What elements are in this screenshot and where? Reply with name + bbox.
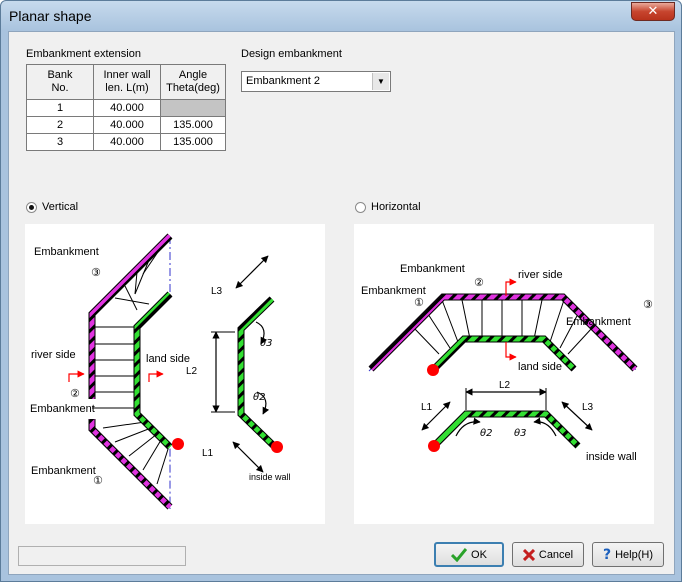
help-button[interactable]: ? Help(H): [592, 542, 664, 567]
vertical-radio-label: Vertical: [42, 201, 79, 213]
embankment-extension-label: Embankment extension: [26, 48, 141, 60]
h-L2: L2: [499, 380, 511, 391]
chevron-down-icon[interactable]: ▼: [372, 73, 389, 90]
v-emb3-label: Embankment: [34, 246, 99, 258]
cell-angle[interactable]: 135.000: [160, 116, 226, 134]
v-emb1-label: Embankment: [31, 465, 96, 477]
v-emb1-num: ①: [93, 474, 103, 487]
table-row: 3 40.000 135.000: [26, 133, 226, 151]
h-inside-wall: inside wall: [586, 451, 637, 463]
vertical-diagram-svg: Embankment ③ river side land side ② Emba…: [30, 233, 291, 510]
h-emb3-num: ③: [643, 298, 653, 311]
cell-angle[interactable]: 135.000: [160, 133, 226, 151]
cancel-label: Cancel: [538, 548, 574, 561]
radio-unchecked-icon[interactable]: [355, 201, 366, 213]
start-marker: [172, 438, 184, 450]
v-land-side: land side: [146, 353, 190, 365]
cell-angle: [160, 99, 226, 117]
horizontal-radio[interactable]: Horizontal: [355, 201, 421, 213]
v-inside-wall: inside wall: [249, 472, 291, 482]
cell-length[interactable]: 40.000: [93, 116, 161, 134]
close-icon: ✕: [647, 4, 659, 19]
v-emb2-num: ②: [70, 387, 80, 400]
v-L3: L3: [211, 286, 223, 297]
status-field: [18, 546, 186, 566]
horizontal-diagram: Embankment ② river side Embankment ① ③ E…: [354, 224, 654, 524]
v-emb3-num: ③: [91, 266, 101, 279]
design-embankment-value: Embankment 2: [246, 75, 320, 87]
v-theta2: θ2: [253, 392, 265, 403]
cancel-x-icon: [522, 548, 535, 561]
h-emb1-num: ①: [414, 296, 424, 309]
horizontal-diagram-svg: Embankment ② river side Embankment ① ③ E…: [361, 263, 653, 463]
h-theta2: θ2: [480, 428, 492, 439]
table-row: 2 40.000 135.000: [26, 116, 226, 134]
question-icon: ?: [602, 546, 612, 563]
ok-label: OK: [471, 548, 487, 561]
checkmark-icon: [451, 547, 468, 562]
h-L3: L3: [582, 402, 594, 413]
design-embankment-label: Design embankment: [241, 48, 342, 60]
v-L2: L2: [186, 366, 198, 377]
v-L1: L1: [202, 448, 214, 459]
vertical-radio[interactable]: Vertical: [26, 201, 78, 213]
cancel-button[interactable]: Cancel: [512, 542, 584, 567]
close-button[interactable]: ✕: [631, 2, 675, 21]
h-river-side: river side: [518, 269, 563, 281]
ok-button[interactable]: OK: [434, 542, 504, 567]
window-title: Planar shape: [9, 8, 92, 24]
cell-length[interactable]: 40.000: [93, 99, 161, 117]
cell-bank: 2: [26, 116, 94, 134]
help-label: Help(H): [615, 548, 654, 561]
radio-checked-icon[interactable]: [26, 201, 37, 213]
title-bar: Planar shape ✕: [1, 1, 681, 31]
h-land-side: land side: [518, 361, 562, 373]
v-river-side: river side: [31, 349, 76, 361]
vertical-diagram: Embankment ③ river side land side ② Emba…: [25, 224, 325, 524]
v-emb2-label: Embankment: [30, 403, 95, 415]
h-emb3-label: Embankment: [566, 316, 631, 328]
h-theta3: θ3: [514, 428, 526, 439]
table-row: 1 40.000: [26, 99, 226, 117]
v-theta3: θ3: [260, 338, 272, 349]
cell-bank: 3: [26, 133, 94, 151]
horizontal-radio-label: Horizontal: [371, 201, 421, 213]
cell-length[interactable]: 40.000: [93, 133, 161, 151]
h-emb1-label: Embankment: [361, 285, 426, 297]
cell-bank: 1: [26, 99, 94, 117]
h-L1: L1: [421, 402, 433, 413]
h-emb2-label: Embankment: [400, 263, 465, 275]
design-embankment-select[interactable]: Embankment 2 ▼: [241, 71, 391, 92]
h-emb2-num: ②: [474, 276, 484, 289]
